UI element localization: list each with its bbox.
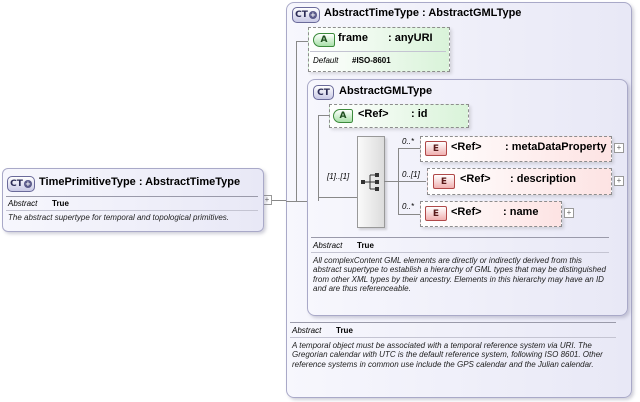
- frame-default-label: Default: [313, 56, 339, 65]
- inner-connector-sequence: [318, 197, 358, 198]
- frame-name: frame: [338, 32, 368, 44]
- outer-annotation-divider: [290, 322, 616, 323]
- description-expander-icon[interactable]: +: [614, 176, 624, 186]
- attribute-icon: A: [313, 33, 335, 47]
- frame-tag: A: [320, 35, 328, 45]
- sequence-to-elements: [384, 181, 398, 182]
- expand-plus-icon: +: [308, 11, 317, 19]
- name-ref: <Ref>: [451, 206, 482, 218]
- sequence-compositor[interactable]: [357, 136, 385, 228]
- ct-icon: CT+: [292, 7, 320, 23]
- inner-annotation-divider-2: [311, 252, 609, 253]
- left-abstract-value: True: [52, 199, 69, 208]
- connector-metadata: [398, 148, 420, 149]
- metadata-property-element[interactable]: [420, 136, 612, 162]
- inner-connector-id: [318, 115, 330, 116]
- frame-type: : anyURI: [388, 32, 433, 44]
- inner-ct-label: CT: [317, 87, 330, 98]
- name-expander-icon[interactable]: +: [564, 208, 574, 218]
- description-ref: <Ref>: [460, 173, 491, 185]
- name-occurrence: 0..*: [402, 202, 415, 211]
- inner-abstract-value: True: [357, 241, 374, 250]
- outer-connector-frame: [296, 41, 310, 42]
- description-occurrence: 0..[1]: [402, 170, 420, 179]
- metadata-occurrence: 0..*: [402, 137, 415, 146]
- left-abstract-label: Abstract: [8, 199, 38, 208]
- metadata-type: : metaDataProperty: [505, 141, 607, 153]
- description-element-icon: E: [433, 174, 455, 189]
- metadata-expander-icon[interactable]: +: [614, 143, 624, 153]
- connector-name: [398, 214, 420, 215]
- inner-abstract-label: Abstract: [313, 241, 343, 250]
- sequence-icon: [361, 173, 379, 191]
- frame-attribute[interactable]: [308, 27, 450, 72]
- left-ct-label: CT: [10, 179, 23, 189]
- left-ct-icon: CT+: [7, 176, 35, 192]
- id-tag: A: [339, 111, 347, 121]
- metadata-ref: <Ref>: [451, 141, 482, 153]
- left-expand-plus-icon: +: [23, 180, 32, 188]
- inner-ct-icon: CT: [313, 85, 334, 100]
- connector-description: [398, 181, 426, 182]
- outer-type-title: AbstractTimeType : AbstractGMLType: [324, 7, 522, 19]
- left-type-title: TimePrimitiveType : AbstractTimeType: [39, 176, 241, 188]
- inner-annotation-divider: [311, 237, 609, 238]
- outer-annotation-divider-2: [290, 337, 616, 338]
- connector-left-to-outer: [266, 200, 286, 201]
- frame-default-value: #ISO-8601: [352, 56, 391, 65]
- id-attr-type: : id: [411, 108, 428, 120]
- outer-connector-left: [286, 201, 296, 202]
- outer-abstract-value: True: [336, 326, 353, 335]
- outer-connector-inner: [296, 201, 308, 202]
- outer-connector-vertical: [296, 41, 297, 201]
- name-element[interactable]: [420, 201, 562, 227]
- id-attr-name: <Ref>: [358, 108, 389, 120]
- outer-ct-label: CT: [295, 10, 308, 20]
- left-description: The abstract supertype for temporal and …: [8, 213, 229, 222]
- sequence-occurrence: [1]..[1]: [327, 172, 350, 181]
- metadata-tag: E: [432, 143, 440, 154]
- outer-abstract-label: Abstract: [292, 326, 322, 335]
- left-annotation-divider-2: [6, 210, 258, 211]
- outer-description: A temporal object must be associated wit…: [292, 341, 603, 369]
- description-element[interactable]: [427, 168, 612, 195]
- id-attribute-icon: A: [333, 109, 353, 123]
- frame-divider: [310, 51, 446, 52]
- time-primitive-type-panel[interactable]: [2, 168, 264, 232]
- inner-description: All complexContent GML elements are dire…: [313, 256, 606, 294]
- left-annotation-divider: [6, 196, 258, 197]
- name-type: : name: [503, 206, 539, 218]
- description-tag: E: [440, 176, 448, 187]
- description-type: : description: [510, 173, 577, 185]
- name-element-icon: E: [425, 206, 447, 221]
- name-tag: E: [432, 208, 440, 219]
- inner-connector-vertical: [318, 115, 319, 201]
- inner-type-title: AbstractGMLType: [339, 85, 433, 97]
- element-icon: E: [425, 141, 447, 156]
